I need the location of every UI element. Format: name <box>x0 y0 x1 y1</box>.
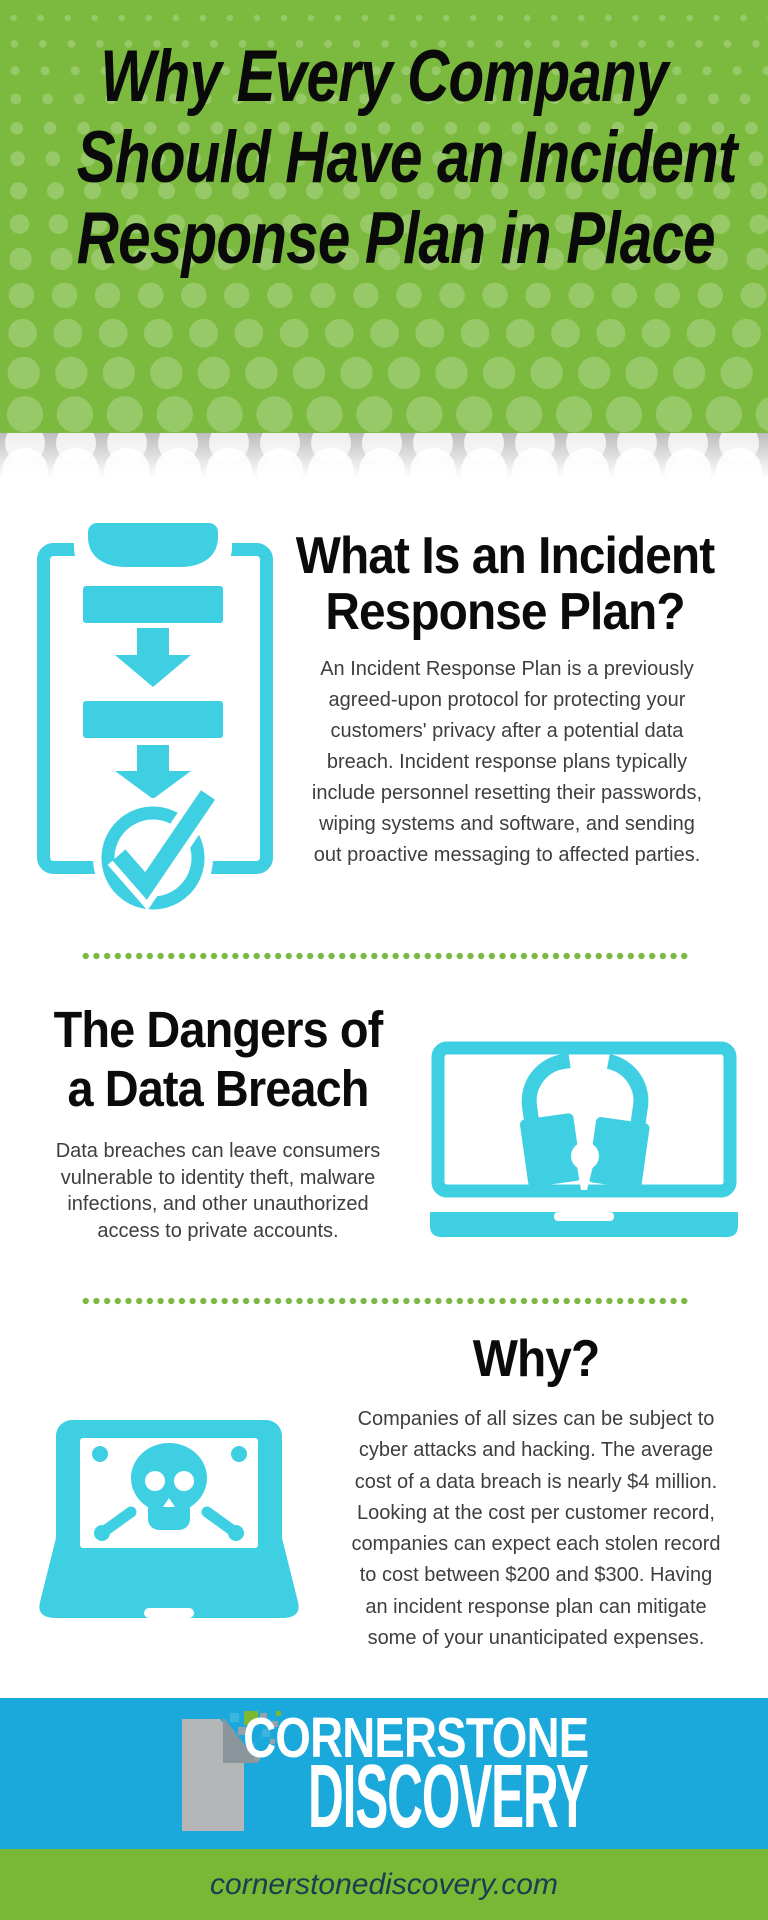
why-section-heading: Why? <box>308 1330 764 1388</box>
brand-name-top: CORNERSTONE <box>242 1705 589 1770</box>
dotted-divider <box>79 1296 691 1306</box>
brand-name-bottom: DISCOVERY <box>308 1746 589 1847</box>
flowchart-plan-icon <box>33 506 277 918</box>
footer-website-band: cornerstonediscovery.com <box>0 1849 768 1920</box>
shadow-dots-pattern <box>2 433 762 483</box>
body-line: agreed-upon protocol for protecting your <box>328 689 686 711</box>
body-line: some of your unanticipated expenses. <box>367 1627 705 1650</box>
body-line: vulnerable to identity theft, malware <box>60 1166 376 1189</box>
body-line: breach. Incident response plans typicall… <box>326 751 688 773</box>
why-section-body: Companies of all sizes can be subject to… <box>308 1404 764 1654</box>
body-line: Data breaches can leave consumers <box>55 1140 381 1162</box>
body-line: an incident response plan can mitigate <box>365 1595 707 1618</box>
heading-line: a Data Breach <box>67 1060 369 1117</box>
page-title-line: Why Every Company <box>100 36 668 117</box>
page-title: Why Every Company Should Have an Inciden… <box>0 36 768 279</box>
dotted-divider <box>79 951 691 961</box>
body-line: include personnel resetting their passwo… <box>311 782 703 804</box>
body-line: Companies of all sizes can be subject to <box>357 1408 715 1430</box>
page-title-line: Response Plan in Place <box>76 198 716 279</box>
website-url: cornerstonediscovery.com <box>210 1867 558 1901</box>
body-line: access to private accounts. <box>97 1219 339 1242</box>
body-line: cost of a data breach is nearly $4 milli… <box>354 1470 718 1493</box>
header-banner: Why Every Company Should Have an Inciden… <box>0 0 768 433</box>
heading-line: What Is an Incident <box>295 527 715 585</box>
halftone-dots-pattern <box>6 14 768 433</box>
page-title-line: Should Have an Incident <box>76 117 738 198</box>
body-line: infections, and other unauthorized <box>67 1193 369 1215</box>
body-line: companies can expect each stolen record <box>351 1533 721 1556</box>
what-section-body: An Incident Response Plan is a previousl… <box>254 654 760 871</box>
heading-line: Why? <box>472 1330 600 1388</box>
brand-wordmark: CORNERSTONE DISCOVERY <box>243 1709 589 1847</box>
cornerstone-page-logo <box>180 1709 294 1838</box>
dangers-section-body: Data breaches can leave consumers vulner… <box>8 1138 428 1244</box>
body-line: to cost between $200 and $300. Having <box>359 1564 713 1587</box>
body-line: wiping systems and software, and sending <box>319 813 695 835</box>
laptop-skull-icon <box>36 1420 302 1626</box>
body-line: An Incident Response Plan is a previousl… <box>320 658 694 680</box>
laptop-broken-lock-icon <box>428 1040 740 1240</box>
dangers-section-heading: The Dangers of a Data Breach <box>8 1000 428 1118</box>
header-shadow <box>0 433 768 483</box>
body-line: cyber attacks and hacking. The average <box>358 1439 714 1462</box>
body-line: out proactive messaging to affected part… <box>313 844 701 866</box>
footer-brand-band: CORNERSTONE DISCOVERY <box>0 1698 768 1849</box>
heading-line: Response Plan? <box>325 583 685 641</box>
heading-line: The Dangers of <box>53 1001 384 1058</box>
body-line: Looking at the cost per customer record, <box>357 1501 715 1524</box>
what-section-heading: What Is an Incident Response Plan? <box>250 528 760 640</box>
body-line: customers' privacy after a potential dat… <box>330 720 684 742</box>
